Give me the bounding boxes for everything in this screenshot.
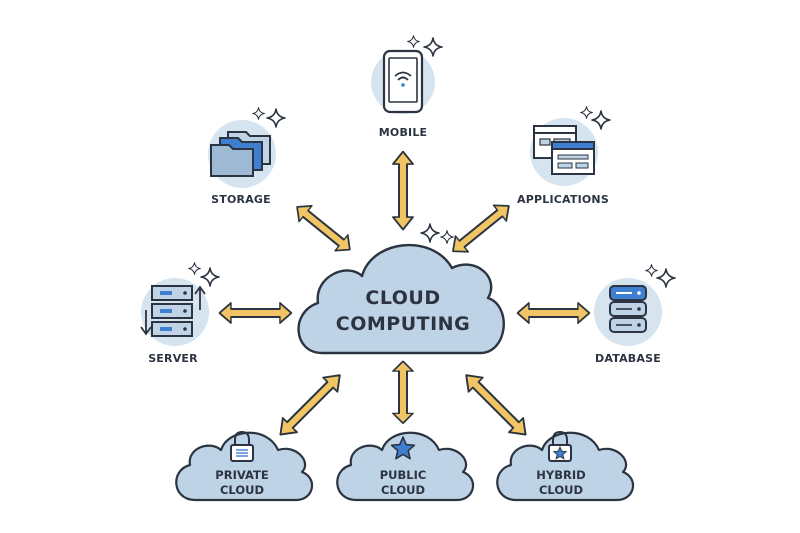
lock-icon [230, 430, 254, 462]
sparkle-icon [645, 264, 658, 277]
sparkle-icon [440, 230, 454, 244]
node-applications: APPLICATIONS [517, 106, 611, 206]
private-cloud-shape [175, 431, 313, 502]
app-windows-icon [533, 125, 595, 175]
center-title-line1: CLOUD [365, 287, 440, 309]
sparkle-icon [407, 35, 420, 48]
node-database: DATABASE [594, 264, 676, 365]
arrow-server [218, 302, 293, 324]
hybrid-cloud-line2: CLOUD [539, 483, 583, 497]
node-storage: STORAGE [208, 107, 286, 206]
public-cloud-shape [336, 431, 474, 502]
mobile-label: MOBILE [379, 126, 428, 139]
center-cloud-shape [297, 243, 505, 355]
private-cloud: PRIVATE CLOUD [175, 430, 313, 502]
mobile-phone-icon [382, 49, 424, 114]
lock-star-icon [548, 430, 572, 462]
sparkle-icon [200, 267, 220, 287]
arrow-applications [445, 197, 517, 260]
arrow-private-cloud [272, 367, 348, 443]
hybrid-cloud-shape [496, 431, 634, 502]
applications-label: APPLICATIONS [517, 193, 609, 206]
star-icon [390, 436, 416, 460]
folder-stack-icon [210, 131, 271, 177]
sparkle-icon [188, 262, 201, 275]
hybrid-cloud: HYBRID CLOUD [496, 430, 634, 502]
sparkle-icon [266, 108, 286, 128]
arrow-storage [289, 198, 358, 259]
node-server: SERVER [140, 262, 220, 365]
public-cloud-line1: PUBLIC [380, 468, 427, 482]
server-label: SERVER [148, 352, 198, 365]
center-cloud: CLOUD COMPUTING [297, 223, 505, 355]
private-cloud-line2: CLOUD [220, 483, 264, 497]
database-label: DATABASE [595, 352, 661, 365]
sparkle-icon [656, 268, 676, 288]
arrow-database [516, 302, 591, 324]
storage-label: STORAGE [211, 193, 271, 206]
sparkle-icon [591, 110, 611, 130]
database-icon [609, 285, 647, 333]
sparkle-icon [580, 106, 593, 119]
hybrid-cloud-line1: HYBRID [536, 468, 585, 482]
private-cloud-line1: PRIVATE [215, 468, 269, 482]
node-mobile: MOBILE [371, 35, 443, 139]
arrow-hybrid-cloud [458, 367, 534, 443]
public-cloud: PUBLIC CLOUD [336, 431, 474, 502]
arrow-mobile [392, 150, 414, 231]
server-rack-icon [140, 285, 206, 337]
center-title-line2: COMPUTING [336, 313, 470, 335]
sparkle-icon [420, 223, 440, 243]
sparkle-icon [423, 37, 443, 57]
sparkle-icon [252, 107, 265, 120]
arrow-public-cloud [392, 360, 414, 425]
public-cloud-line2: CLOUD [381, 483, 425, 497]
